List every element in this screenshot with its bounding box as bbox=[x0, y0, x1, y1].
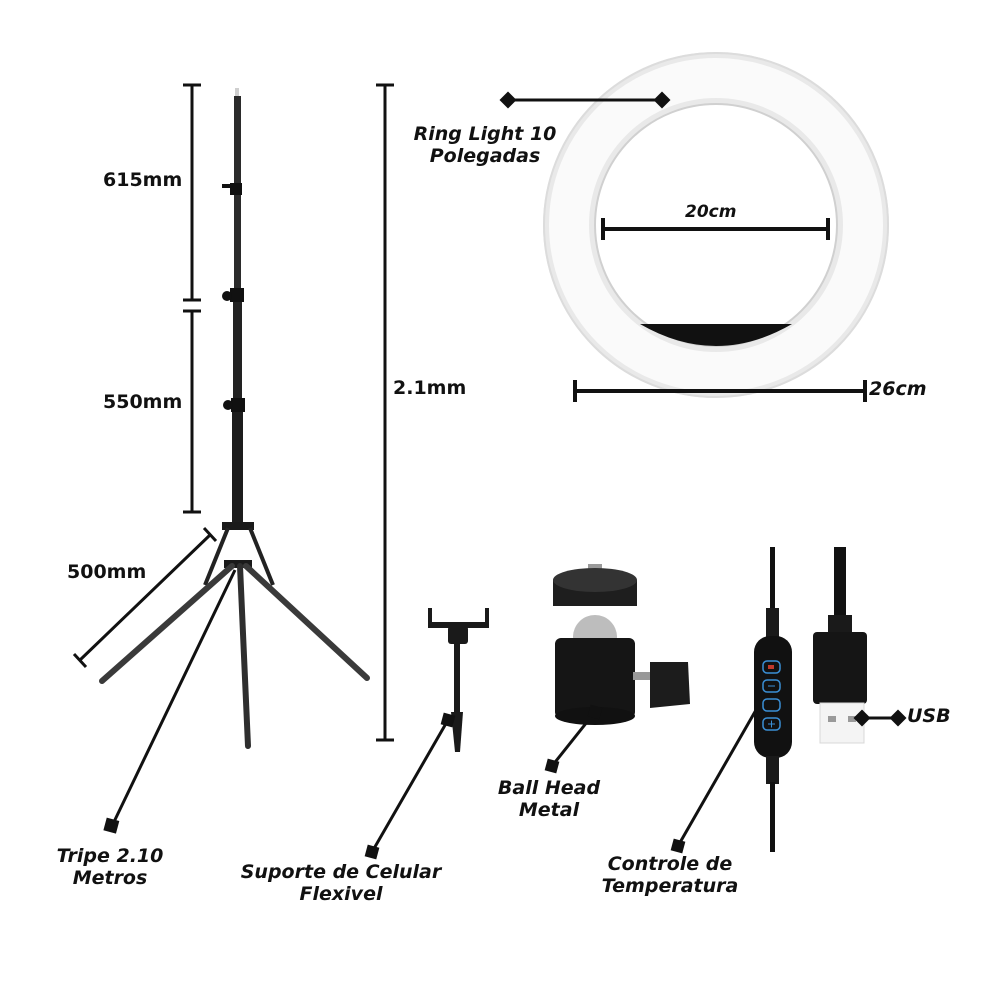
ring-light-callout-line2: Polegadas bbox=[429, 144, 541, 167]
cycle-icon bbox=[762, 698, 781, 712]
label-550mm: 550mm bbox=[103, 391, 183, 413]
tripod-callout-line2: Metros bbox=[72, 866, 148, 889]
dimension-550mm bbox=[183, 309, 201, 514]
controller-callout-line1: Controle de bbox=[607, 853, 733, 875]
label-615mm: 615mm bbox=[103, 169, 183, 191]
dimension-26cm bbox=[573, 380, 867, 402]
phone-holder-callout-line2: Flexivel bbox=[299, 882, 383, 905]
ring-light-leader bbox=[499, 91, 671, 109]
controller-leader bbox=[670, 709, 758, 854]
label-total-height: 2.1mm bbox=[393, 377, 467, 399]
usb-callout: USB bbox=[907, 705, 951, 727]
controller-illustration bbox=[754, 547, 792, 852]
ball-head-callout-line2: Metal bbox=[518, 798, 580, 821]
ball-head-illustration bbox=[553, 564, 690, 725]
tripod-leader bbox=[103, 569, 237, 834]
phone-holder-leader bbox=[364, 712, 456, 860]
controller-callout-line2: Temperatura bbox=[601, 874, 739, 897]
label-26cm: 26cm bbox=[869, 378, 927, 400]
phone-holder-illustration bbox=[428, 608, 489, 752]
minus-icon bbox=[762, 679, 781, 693]
ring-light-callout: Ring Light 10 Polegadas bbox=[405, 123, 565, 168]
ring-light-illustration bbox=[543, 52, 889, 398]
power-icon bbox=[762, 660, 781, 674]
tripod-callout: Tripe 2.10 Metros bbox=[40, 845, 180, 890]
tripod-callout-line1: Tripe 2.10 bbox=[56, 845, 164, 867]
usb-leader bbox=[853, 709, 907, 727]
label-500mm: 500mm bbox=[67, 561, 147, 583]
dimension-total-height bbox=[376, 83, 394, 742]
dimension-20cm bbox=[601, 218, 830, 240]
controller-callout: Controle de Temperatura bbox=[590, 853, 750, 898]
ring-light-callout-line1: Ring Light 10 bbox=[413, 123, 557, 145]
tripod-illustration bbox=[99, 88, 370, 749]
usb-plug-illustration bbox=[813, 547, 867, 744]
ball-head-callout: Ball Head Metal bbox=[484, 777, 614, 822]
phone-holder-callout: Suporte de Celular Flexivel bbox=[230, 861, 452, 906]
plus-icon bbox=[762, 717, 781, 731]
dimension-500mm bbox=[72, 526, 218, 669]
ball-head-leader bbox=[544, 704, 603, 774]
phone-holder-callout-line1: Suporte de Celular bbox=[240, 861, 442, 883]
ball-head-callout-line1: Ball Head bbox=[497, 777, 601, 799]
label-20cm: 20cm bbox=[685, 202, 737, 222]
dimension-615mm bbox=[183, 83, 201, 302]
